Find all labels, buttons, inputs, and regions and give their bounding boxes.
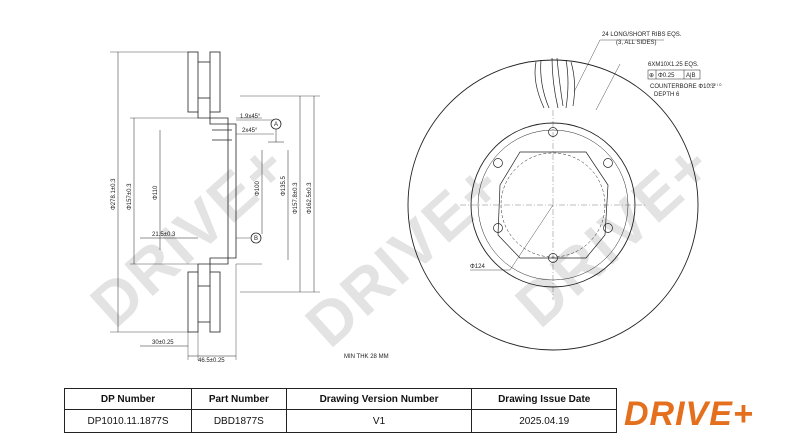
min-thickness-note: MIN THK 28 MM xyxy=(344,354,389,360)
technical-drawing: DRIVE+ DRIVE+ DRIVE+ xyxy=(78,32,726,364)
header-issue-date: Drawing Issue Date xyxy=(471,388,617,410)
chamfer-label-1: 1.9x45° xyxy=(240,114,261,120)
front-view-labels: 24 LONG/SHORT RIBS EQS. (3, ALL SIDES) 6… xyxy=(470,32,722,270)
value-drawing-version: V1 xyxy=(285,409,473,433)
svg-text:DRIVE+: DRIVE+ xyxy=(293,150,516,360)
dim-outer-diameter: Φ278.1±0.3 xyxy=(111,178,117,210)
dim-100: Φ100 xyxy=(255,181,261,196)
side-view-labels: Φ278.1±0.3 Φ110 Φ157±0.3 Φ100 Φ135.5 Φ15… xyxy=(111,114,389,364)
dim-157: Φ157±0.3 xyxy=(127,183,133,210)
watermark-logo-right: DRIVE+ xyxy=(293,150,516,360)
watermark-logo-far: DRIVE+ xyxy=(503,130,726,340)
datum-b-label: B xyxy=(254,236,258,242)
chamfer-label-2: 2x45° xyxy=(242,128,258,134)
dim-135: Φ135.5 xyxy=(281,176,287,196)
thread-note: 6XM10X1.25 EQS. xyxy=(648,62,699,68)
ribs-note-line1: 24 LONG/SHORT RIBS EQS. xyxy=(602,32,682,38)
svg-text:DRIVE+: DRIVE+ xyxy=(624,395,754,432)
side-section-view xyxy=(110,51,320,360)
dim-46-5: 46.5±0.25 xyxy=(198,358,225,364)
header-drawing-version: Drawing Version Number xyxy=(285,388,473,410)
dim-162-5: Φ162.5±0.3 xyxy=(307,182,313,214)
counterbore-note: COUNTERBORE Φ10.2 xyxy=(650,84,715,90)
datum-a-label: A xyxy=(274,122,278,128)
title-block-table: DP Number Part Number Drawing Version Nu… xyxy=(63,388,617,433)
dim-30: 30±0.25 xyxy=(152,340,174,346)
dim-21-5: 21.5±0.3 xyxy=(152,232,176,238)
dim-110: Φ110 xyxy=(153,185,159,200)
tolerance-symbol: ⊕ xyxy=(649,73,654,79)
title-block: DP Number Part Number Drawing Version Nu… xyxy=(63,388,800,436)
title-block-value-row: DP1010.11.1877S DBD1877S V1 2025.04.19 xyxy=(63,409,617,433)
svg-text:DRIVE+: DRIVE+ xyxy=(78,130,301,340)
header-dp-number: DP Number xyxy=(63,388,193,410)
title-block-header-row: DP Number Part Number Drawing Version Nu… xyxy=(63,388,617,410)
header-part-number: Part Number xyxy=(191,388,287,410)
watermark-logo-left: DRIVE+ xyxy=(78,130,301,340)
dim-157-8: Φ157.8±0.3 xyxy=(293,182,299,214)
tolerance-datums: A|B xyxy=(686,73,696,79)
counterbore-tolerance: +0.2 / 0 xyxy=(708,82,722,87)
depth-note: DEPTH 6 xyxy=(654,92,680,98)
tolerance-value: Φ0.25 xyxy=(658,73,675,79)
value-issue-date: 2025.04.19 xyxy=(471,409,617,433)
front-view xyxy=(407,39,701,351)
svg-text:DRIVE+: DRIVE+ xyxy=(503,130,726,340)
drive-logo: DRIVE+ xyxy=(624,395,754,432)
pcd-label: Φ124 xyxy=(470,264,485,270)
cooling-ribs xyxy=(534,57,575,109)
ribs-note-line2: (3, ALL SIDES) xyxy=(616,40,656,46)
value-part-number: DBD1877S xyxy=(191,409,287,433)
value-dp-number: DP1010.11.1877S xyxy=(63,409,193,433)
